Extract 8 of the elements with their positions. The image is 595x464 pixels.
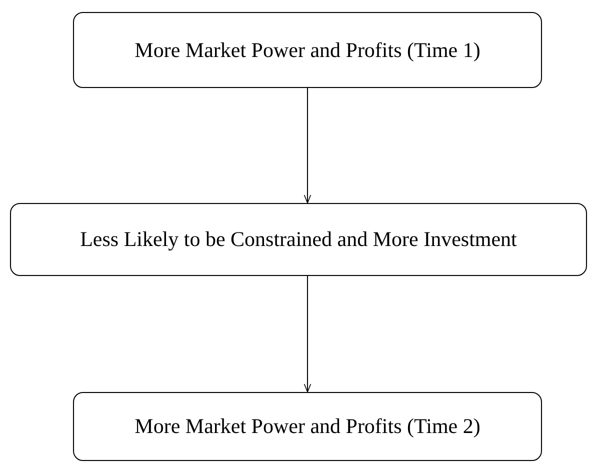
arrow [304,276,312,392]
box-label: More Market Power and Profits (Time 1) [134,38,480,62]
arrow [304,88,312,204]
box-label: More Market Power and Profits (Time 2) [134,414,480,439]
process-box [10,203,587,276]
process-box [73,12,542,88]
process-box [73,392,542,461]
box-label: Less Likely to be Constrained and More Investment [80,227,517,252]
